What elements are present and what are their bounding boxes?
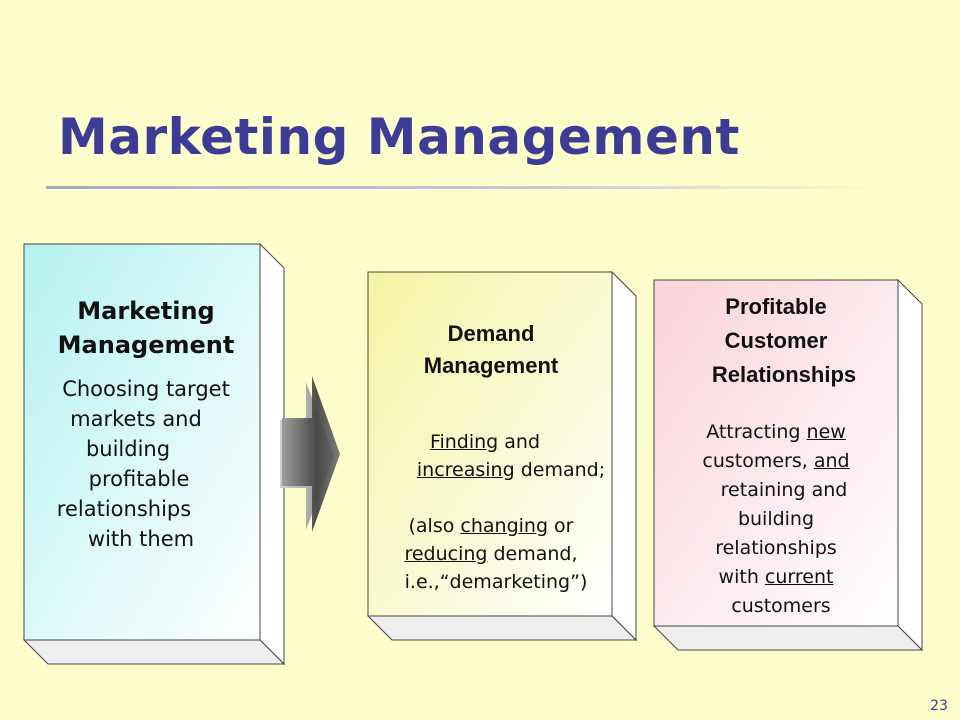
box-body-line: building [85,437,171,461]
marketing-management-box: Marketing Management Choosing target mar… [22,242,290,668]
marketing-management-box-shape [22,242,286,666]
box-body-line: increasing demand; [416,459,606,481]
box-body-line: i.e.,“demarketing”) [404,571,588,593]
profitable-relationships-content: Profitable Customer Relationships Attrac… [654,290,898,621]
box-heading: Relationships [711,362,857,387]
box-body-line: building [737,508,815,530]
demand-management-box: Demand Management Finding and increasing… [366,270,638,644]
box-heading: Demand [447,321,535,346]
box-body-line: profitable [88,467,190,491]
box-body-line: with them [87,527,195,551]
slide-number: 23 [930,698,948,714]
marketing-management-content: Marketing Management Choosing target mar… [24,294,268,554]
box-body-line: (also changing or [408,515,574,537]
box-body-line: customers, and [702,450,850,472]
demand-management-box-shape [366,270,638,642]
title-underline [46,186,886,189]
box-body-line: relationships [56,497,192,521]
box-body-line: Choosing target [62,377,230,401]
box-body-line: Attracting new [706,421,846,443]
box-heading: Management [57,331,235,359]
box-body-line: markets and [70,407,202,431]
box-body-line: reducing demand, [404,543,578,565]
box-body-line: relationships [715,537,837,559]
box-heading: Profitable [725,294,827,319]
right-arrow-icon [278,376,342,536]
page-title: Marketing Management [58,108,740,166]
demand-management-content: Demand Management Finding and increasing… [368,318,614,596]
profitable-relationships-box-shape [652,278,924,652]
box-heading: Customer [724,328,828,353]
box-body-line: customers [731,595,831,617]
box-heading: Management [423,353,559,378]
box-body-line: with current [718,566,834,588]
box-heading: Marketing [77,297,215,325]
box-body-line: Finding and [429,431,541,453]
box-body-line: retaining and [720,479,848,501]
profitable-relationships-box: Profitable Customer Relationships Attrac… [652,278,928,652]
